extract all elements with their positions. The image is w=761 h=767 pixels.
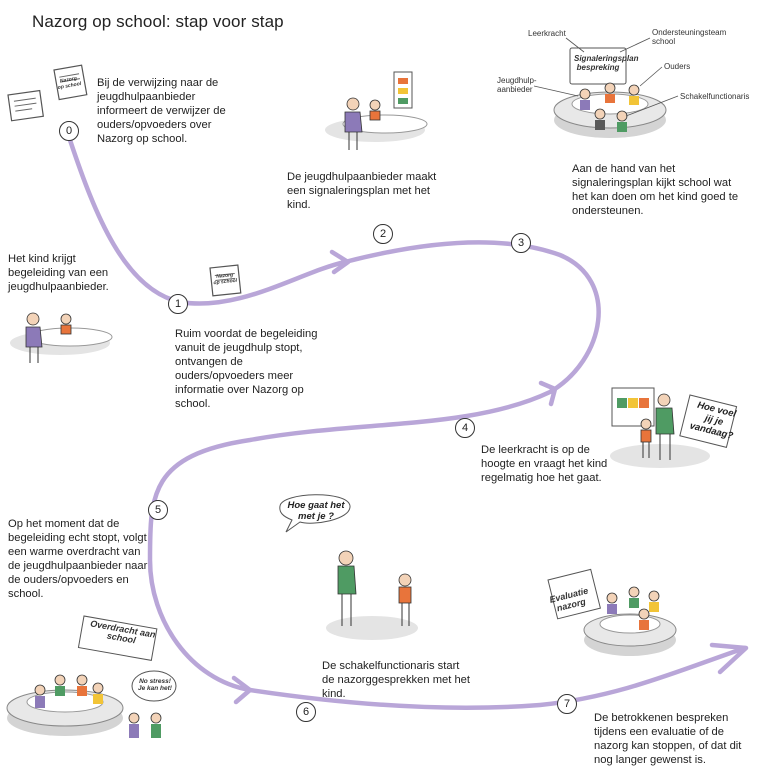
document-icon <box>7 89 44 122</box>
step-7-text: De betrokkenen bespreken tijdens een eva… <box>594 712 742 766</box>
role-label-ouders: Ouders <box>664 62 691 71</box>
scene-signaleringsplan <box>325 71 428 150</box>
step-2-text: De jeugdhulpaanbieder maakt een signaler… <box>287 171 437 211</box>
speech-hoe-gaat: Hoe gaat het met je ? <box>287 500 345 522</box>
page-title: Nazorg op school: stap voor stap <box>32 12 284 31</box>
step-badge-5: 5 <box>148 500 168 520</box>
step-0-text: Bij de verwijzing naar de jeugdhulpaanbi… <box>97 77 226 145</box>
arrow-head-1 <box>329 249 351 275</box>
role-label-leerkracht: Leerkracht <box>528 29 566 38</box>
step-4-text: De leerkracht is op de hoogte en vraagt … <box>481 444 608 484</box>
role-label-jeugdhulp: Jeugdhulp-aanbieder <box>497 76 537 94</box>
step-badge-6: 6 <box>296 702 316 722</box>
arrow-head-2 <box>538 380 558 407</box>
role-label-schakel: Schakelfunctionaris <box>680 92 750 101</box>
document-icon <box>53 64 88 101</box>
meeting-board-text: Signaleringsplan bespreking <box>574 54 639 72</box>
role-label-ondersteuningsteam: Ondersteuningsteam school <box>652 28 727 46</box>
step-1-text: Ruim voordat de begeleiding vanuit de je… <box>175 328 318 410</box>
arrow-head-4 <box>709 642 749 675</box>
step-badge-1: 1 <box>168 294 188 314</box>
scene-evaluatie <box>547 568 677 656</box>
scene-kind-jeugdhulp <box>10 312 113 363</box>
scene-leerkracht <box>610 387 738 468</box>
document-label-1: Nazorg op school <box>213 272 238 287</box>
step-badge-2: 2 <box>373 224 393 244</box>
kind-text: Het kind krijgt begeleiding van een jeug… <box>8 253 109 293</box>
step-6-text: De schakelfunctionaris start de nazorgge… <box>322 660 471 700</box>
role-pointers <box>533 37 679 117</box>
step-badge-7: 7 <box>557 694 577 714</box>
step-badge-3: 3 <box>511 233 531 253</box>
step-badge-0: 0 <box>59 121 79 141</box>
scene-schakelfunctionaris <box>279 494 418 640</box>
scene-meeting <box>553 47 667 138</box>
document-icon <box>209 264 242 297</box>
step-badge-4: 4 <box>455 418 475 438</box>
arrow-head-3 <box>231 675 253 705</box>
step-3-text: Aan de hand van het signaleringsplan kij… <box>572 163 739 217</box>
flow-path <box>67 137 748 710</box>
step-5-text: Op het moment dat de begeleiding echt st… <box>8 518 148 600</box>
speech-no-stress: No stress! Je kan het! <box>138 678 172 692</box>
scene-overdracht <box>6 615 177 738</box>
